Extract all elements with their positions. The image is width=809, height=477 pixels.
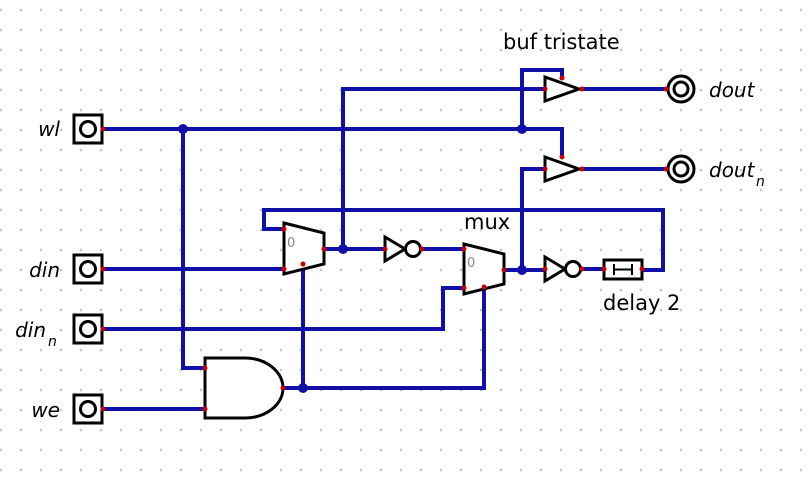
output-label-subscript: n bbox=[756, 174, 765, 190]
input-label-din-n: din bbox=[15, 318, 46, 342]
connection-dot bbox=[579, 166, 585, 172]
junction-dot bbox=[517, 265, 527, 275]
connection-dot bbox=[481, 284, 487, 290]
input-pin-indicator bbox=[79, 120, 97, 138]
input-pin-we[interactable]: we bbox=[31, 393, 104, 425]
connection-dot bbox=[100, 406, 106, 412]
wire-wl-bus[interactable] bbox=[102, 127, 564, 158]
input-pin-wl[interactable]: wl bbox=[38, 113, 104, 145]
mux-select-zero-label: 0 bbox=[467, 256, 475, 271]
junction-dot bbox=[517, 124, 527, 134]
tristate-buffer-dout[interactable] bbox=[543, 74, 584, 104]
input-pin-indicator bbox=[79, 260, 97, 278]
connection-dot bbox=[542, 86, 548, 92]
mux-label: mux bbox=[464, 210, 510, 234]
not-gate-bubble bbox=[404, 240, 422, 258]
wire-mux2-to-bufn[interactable] bbox=[520, 167, 547, 272]
input-label-we: we bbox=[31, 398, 60, 422]
connection-dot bbox=[501, 267, 507, 273]
output-pin-dout[interactable]: dout bbox=[666, 74, 756, 104]
connection-dot bbox=[281, 266, 287, 272]
connection-dot bbox=[202, 365, 208, 371]
buffer-body bbox=[543, 154, 584, 184]
connection-dot bbox=[601, 266, 607, 272]
input-pin-indicator bbox=[79, 400, 97, 418]
tristate-buffer-dout-n[interactable] bbox=[543, 154, 584, 184]
connection-dot bbox=[202, 406, 208, 412]
input-label-main: din bbox=[15, 318, 46, 342]
input-label-din: din bbox=[29, 258, 60, 282]
junction-dot bbox=[178, 124, 188, 134]
junctions bbox=[178, 124, 527, 393]
output-pin-dout-n[interactable]: dout n bbox=[666, 154, 765, 190]
connection-dot bbox=[461, 246, 467, 252]
and-gate-body bbox=[203, 356, 285, 420]
not-gate-2[interactable] bbox=[543, 254, 582, 284]
connection-dot bbox=[559, 75, 565, 81]
output-label-dout-n: dout bbox=[709, 158, 756, 182]
connection-dot bbox=[300, 261, 306, 267]
input-label-wl: wl bbox=[38, 117, 60, 141]
tristate-label: buf tristate bbox=[503, 30, 620, 54]
mux-body bbox=[462, 242, 506, 296]
mux-body bbox=[282, 221, 326, 276]
mux-1[interactable]: 0 bbox=[282, 221, 326, 276]
connection-dot bbox=[321, 246, 327, 252]
not-gate-1[interactable] bbox=[383, 234, 422, 264]
not-gate-body bbox=[543, 254, 568, 284]
connection-dot bbox=[281, 226, 287, 232]
and-gate[interactable] bbox=[203, 356, 285, 420]
connection-dot bbox=[542, 166, 548, 172]
connection-dot bbox=[639, 266, 645, 272]
connection-dot bbox=[280, 385, 286, 391]
wire-dinn-to-mux2[interactable] bbox=[102, 286, 466, 331]
connection-dot bbox=[100, 126, 106, 132]
wires bbox=[102, 68, 668, 411]
wire-feedback-loop[interactable] bbox=[262, 208, 665, 272]
wire-tristate-ctrl-top[interactable] bbox=[520, 68, 564, 131]
mux-2[interactable]: 0 bbox=[462, 242, 506, 296]
connection-dot bbox=[461, 285, 467, 291]
input-pin-din-n[interactable]: din n bbox=[15, 313, 104, 350]
mux-select-zero-label: 0 bbox=[287, 236, 295, 251]
connection-dot bbox=[382, 246, 388, 252]
output-pin-indicator bbox=[672, 160, 690, 178]
input-pin-din[interactable]: din bbox=[29, 253, 104, 285]
wire-and-out[interactable] bbox=[281, 285, 486, 390]
wire-mux1-to-buf[interactable] bbox=[322, 87, 547, 251]
not-gate-bubble bbox=[564, 260, 582, 278]
delay-element[interactable] bbox=[602, 258, 644, 281]
connection-dot bbox=[100, 326, 106, 332]
connection-dot bbox=[559, 154, 565, 160]
connection-dot bbox=[663, 86, 669, 92]
connection-dot bbox=[663, 166, 669, 172]
junction-dot bbox=[298, 383, 308, 393]
input-label-subscript: n bbox=[48, 334, 57, 350]
connection-dot bbox=[419, 246, 425, 252]
output-pin-indicator bbox=[672, 80, 690, 98]
pin-connection-dots bbox=[100, 75, 669, 412]
wire-wl-to-and[interactable] bbox=[181, 127, 207, 370]
buffer-body bbox=[543, 74, 584, 104]
output-label-dout: dout bbox=[709, 78, 756, 102]
input-pin-indicator bbox=[79, 320, 97, 338]
connection-dot bbox=[542, 266, 548, 272]
junction-dot bbox=[338, 244, 348, 254]
connection-dot bbox=[579, 86, 585, 92]
connection-dot bbox=[579, 266, 585, 272]
delay-label: delay 2 bbox=[603, 291, 680, 315]
not-gate-body bbox=[383, 234, 408, 264]
connection-dot bbox=[100, 266, 106, 272]
